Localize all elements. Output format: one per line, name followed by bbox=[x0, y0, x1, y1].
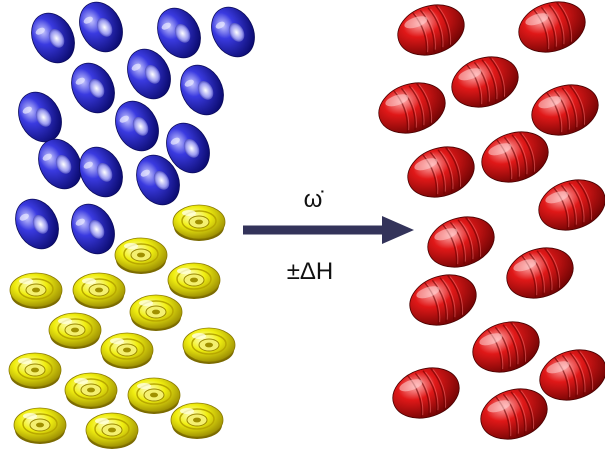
yellow-torus bbox=[72, 272, 126, 309]
blue-torus-group bbox=[15, 1, 255, 255]
blue-torus bbox=[31, 12, 75, 64]
yellow-torus bbox=[129, 294, 183, 331]
red-particle bbox=[397, 4, 465, 56]
blue-torus bbox=[15, 198, 59, 250]
blue-torus bbox=[166, 122, 210, 174]
red-particle-group bbox=[378, 1, 605, 440]
red-particle bbox=[472, 321, 540, 373]
arrow-label-bottom: ±ΔH bbox=[286, 258, 334, 285]
yellow-torus bbox=[64, 372, 118, 409]
blue-torus bbox=[79, 146, 123, 198]
red-particle bbox=[427, 216, 495, 268]
yellow-torus bbox=[170, 402, 224, 439]
red-particle bbox=[407, 146, 475, 198]
yellow-torus bbox=[114, 237, 168, 274]
red-particle bbox=[480, 388, 548, 440]
yellow-torus bbox=[172, 204, 226, 241]
blue-torus bbox=[38, 138, 82, 190]
red-particle bbox=[378, 82, 446, 134]
red-particle bbox=[409, 274, 477, 326]
yellow-torus bbox=[8, 352, 62, 389]
blue-torus bbox=[18, 91, 62, 143]
yellow-torus bbox=[167, 262, 221, 299]
yellow-torus bbox=[127, 377, 181, 414]
red-particle bbox=[392, 367, 460, 419]
yellow-torus-group bbox=[8, 204, 236, 449]
red-particle bbox=[518, 1, 586, 53]
yellow-torus bbox=[182, 327, 236, 364]
yellow-torus bbox=[13, 407, 67, 444]
yellow-torus bbox=[48, 312, 102, 349]
blue-torus bbox=[157, 7, 201, 59]
red-particle bbox=[539, 349, 605, 401]
yellow-torus bbox=[85, 412, 139, 449]
red-particle bbox=[506, 247, 574, 299]
blue-torus bbox=[180, 64, 224, 116]
red-particle bbox=[531, 84, 599, 136]
blue-torus bbox=[211, 6, 255, 58]
blue-torus bbox=[71, 203, 115, 255]
blue-torus bbox=[136, 154, 180, 206]
transition-arrow bbox=[243, 216, 414, 244]
red-particle bbox=[481, 131, 549, 183]
blue-torus bbox=[115, 100, 159, 152]
yellow-torus bbox=[100, 332, 154, 369]
arrow-label-top: ω̇ bbox=[303, 186, 323, 213]
red-particle bbox=[451, 56, 519, 108]
blue-torus bbox=[79, 1, 123, 53]
blue-torus bbox=[71, 62, 115, 114]
red-particle bbox=[538, 179, 605, 231]
yellow-torus bbox=[9, 272, 63, 309]
arrow-head bbox=[382, 216, 414, 244]
blue-torus bbox=[127, 48, 171, 100]
